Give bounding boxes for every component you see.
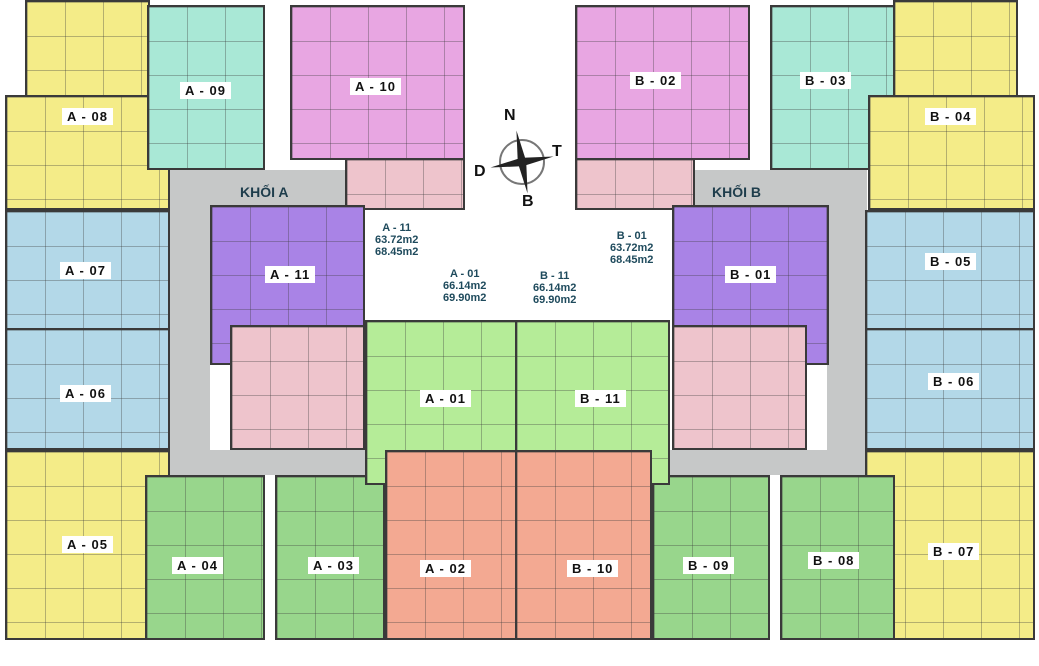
unit-label-a08: A - 08	[62, 108, 113, 125]
unit-label-a10: A - 10	[350, 78, 401, 95]
unit-a09[interactable]	[147, 5, 265, 170]
area-name: A - 01	[449, 268, 480, 280]
unit-a06[interactable]	[5, 328, 170, 450]
unit-label-b11: B - 11	[575, 390, 626, 407]
area-gross: 69.90m2	[443, 292, 487, 304]
unit-b09[interactable]	[652, 475, 770, 640]
unit-b04[interactable]	[893, 0, 1018, 100]
unit-label-b07: B - 07	[928, 543, 980, 560]
unit-label-b10: B - 10	[567, 560, 619, 577]
unit-a02[interactable]	[385, 450, 517, 640]
area-net: 63.72m2	[610, 242, 654, 254]
area-net: 63.72m2	[375, 234, 419, 246]
unit-label-a04: A - 04	[172, 557, 223, 574]
elevator-stair-a	[230, 325, 365, 450]
unit-b05[interactable]	[865, 210, 1035, 330]
corridor-a	[170, 170, 210, 475]
unit-label-a03: A - 03	[308, 557, 359, 574]
unit-label-a09: A - 09	[180, 82, 231, 99]
unit-label-b02: B - 02	[630, 72, 682, 89]
area-name: B - 01	[616, 230, 647, 242]
area-net: 66.14m2	[533, 282, 577, 294]
compass-b: B	[522, 193, 534, 210]
compass-d: D	[474, 163, 486, 180]
unit-label-b01: B - 01	[725, 266, 777, 283]
compass-n: N	[504, 107, 516, 124]
unit-label-b05: B - 05	[925, 253, 977, 270]
unit-label-b06: B - 06	[928, 373, 980, 390]
block-a-title: KHỐI A	[240, 184, 289, 200]
unit-label-b03: B - 03	[800, 72, 852, 89]
compass-t: T	[552, 143, 562, 160]
area-gross: 68.45m2	[375, 246, 419, 258]
stair-a-top	[345, 158, 465, 210]
elevator-stair-b	[672, 325, 807, 450]
area-name: B - 11	[540, 270, 570, 282]
stair-b-top	[575, 158, 695, 210]
unit-label-a07: A - 07	[60, 262, 111, 279]
unit-label-a05: A - 05	[62, 536, 113, 553]
compass-rose: N T D B	[470, 105, 570, 215]
area-gross: 69.90m2	[533, 294, 577, 306]
unit-label-b09: B - 09	[683, 557, 735, 574]
area-a01: A - 01 66.14m2 69.90m2	[443, 268, 486, 304]
unit-a08[interactable]	[25, 0, 150, 100]
unit-label-a02: A - 02	[420, 560, 471, 577]
unit-a10[interactable]	[290, 5, 465, 160]
unit-label-b04: B - 04	[925, 108, 977, 125]
block-b-title: KHỐI B	[712, 184, 761, 200]
unit-b10[interactable]	[515, 450, 652, 640]
unit-label-a06: A - 06	[60, 385, 111, 402]
area-a11: A - 11 63.72m2 68.45m2	[375, 222, 418, 258]
area-gross: 68.45m2	[610, 254, 654, 266]
area-b11: B - 11 66.14m2 69.90m2	[533, 270, 576, 306]
unit-label-a01: A - 01	[420, 390, 471, 407]
unit-label-a11: A - 11	[265, 266, 316, 283]
unit-label-b08: B - 08	[808, 552, 860, 569]
area-name: A - 11	[382, 222, 412, 234]
area-b01: B - 01 63.72m2 68.45m2	[610, 230, 653, 266]
corridor-b	[827, 170, 867, 475]
compass-icon	[490, 130, 554, 194]
area-net: 66.14m2	[443, 280, 487, 292]
